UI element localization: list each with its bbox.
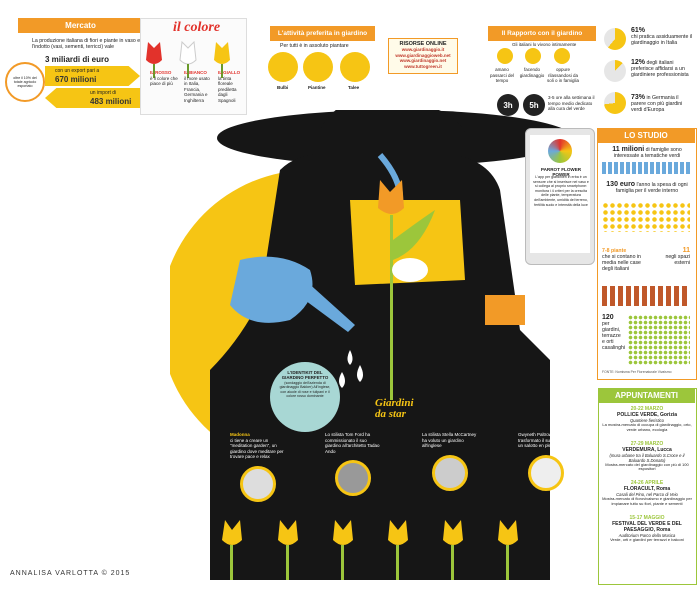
family-icon: [554, 48, 570, 64]
people-icons: [602, 162, 690, 174]
yellow-tulip-icon: [214, 42, 230, 78]
attivita-talee: Talee: [348, 85, 360, 90]
avatar: [432, 454, 468, 491]
risorse-link[interactable]: www.tuttogreen.it: [404, 63, 442, 69]
stat-12: 12% degli italiani preferisce affidarsi …: [631, 59, 689, 78]
tulip-icon: [278, 520, 298, 545]
rapporto-item: amano passarci del tempo: [489, 67, 514, 83]
hat-brim: [217, 110, 573, 166]
pie-12-icon: [604, 60, 626, 82]
mercato-title: Mercato: [65, 21, 96, 30]
tulip-icon: [498, 520, 518, 545]
studio-source: FONTE: Nomisma Per Florenaturale Vivaism…: [602, 370, 672, 374]
white-tulip-icon: [179, 40, 197, 78]
water-drop-icon: [347, 350, 353, 365]
appuntamenti-header: APPUNTAMENTI: [598, 388, 695, 403]
hand-icon: [392, 258, 428, 282]
attivita-header: L'attività preferita in giardino: [270, 26, 375, 41]
studio-families: 11 milioni di famiglie sono interessate …: [612, 146, 682, 159]
watering-can-icon: [230, 256, 313, 323]
app-text: L'app per giardinieri in erba è un senso…: [533, 175, 589, 207]
flower-power-logo-icon: [548, 139, 572, 163]
phone-app: PARROT FLOWER POWER L'app per giardinier…: [525, 128, 595, 265]
identikit-bubble: L'IDENTIKIT DEL GIARDINO PERFETTO (sonda…: [270, 362, 340, 432]
event-item: 15-17 MAGGIO FESTIVAL DEL VERDE E DEL PA…: [610, 514, 684, 542]
talee-icon: [340, 52, 370, 82]
coins-icons: [602, 202, 690, 232]
risorse-link[interactable]: www.giardinaggioweb.net: [395, 52, 451, 58]
tulips-colors: [146, 40, 230, 78]
center-title: Giardini da star: [375, 397, 414, 420]
attivita-piantine: Piantine: [308, 85, 326, 90]
garden-dots: [628, 315, 690, 365]
tulip-icon: [443, 520, 463, 545]
pie-61-icon: [604, 28, 626, 50]
star-gwyneth: Gwyneth Paltrow ha trasformato il suo gi…: [518, 432, 576, 491]
water-drop-icon: [357, 365, 363, 382]
rapporto-item: facendo giardinaggio: [519, 67, 545, 78]
import-value: 483 milioni: [90, 97, 132, 106]
export-arrow: con un export pari a 670 milioni: [45, 66, 140, 86]
studio-header: LO STUDIO: [597, 128, 695, 143]
attivita-bulbi: Bulbi: [277, 85, 289, 90]
book-icon: [485, 295, 525, 325]
pie-73-icon: [604, 92, 626, 114]
rapporto-item: oppure rilassandosi da soli o in famigli…: [547, 67, 580, 83]
colore-panel: [140, 18, 247, 115]
risorse-box: RISORSE ONLINE www.giardinaggio.it www.g…: [388, 38, 458, 74]
risorse-link[interactable]: www.giardinaggio.it: [401, 47, 445, 52]
hand-icon: [525, 48, 541, 64]
avatar: [528, 454, 564, 491]
star-stella: La stilista Stella McCartney ha voluto u…: [422, 432, 480, 491]
stat-73: 73% in Germania il parere con più giardi…: [631, 94, 683, 113]
export-badge-text: oltre il 10% del totale agricolo esporta…: [13, 76, 37, 88]
hours-3h: 3h: [497, 94, 519, 116]
studio-spend: 130 euro l'anno la spesa di ogni famigli…: [606, 181, 688, 194]
hat-crown: [320, 110, 465, 132]
tulip-icon: [388, 520, 408, 545]
star-madonna: Madonna ci tiene a creare un "meditation…: [230, 432, 288, 502]
event-item: 24-26 APRILE FLORACULT, Roma Casali del …: [602, 480, 692, 506]
colore-title: il colore: [173, 20, 221, 35]
attivita-sub: Per tutti è in assoluto piantare: [280, 43, 349, 49]
export-value: 670 milioni: [55, 75, 97, 84]
tulip-icon: [333, 520, 353, 545]
mercato-intro: La produzione italiana di fiori e piante…: [32, 38, 141, 50]
avatar: [240, 465, 276, 502]
water-drop-icon: [339, 372, 345, 388]
mercato-header: Mercato: [18, 18, 143, 33]
rapporto-sub: Gli italiani lo vivono intimamente: [512, 42, 577, 47]
hours-text: 3-5 ore alla settimana il tempo medio de…: [548, 95, 595, 111]
event-item: 27-29 MARZO VERDEMURA, Lucca (mura urban…: [605, 440, 689, 472]
star-tom-ford: Lo stilista Tom Ford ha commissionato il…: [325, 432, 383, 496]
risorse-link[interactable]: www.giardinaggio.net: [399, 58, 447, 63]
red-tulip-icon: [146, 42, 162, 78]
export-badge: oltre il 10% del totale agricolo esporta…: [5, 62, 45, 102]
pots-icons: [602, 286, 690, 306]
held-tulip-icon: [378, 180, 404, 214]
hours-5h: 5h: [523, 94, 545, 116]
credit: ANNALISA VARLOTTA © 2015: [10, 570, 131, 577]
mercato-total: 3 miliardi di euro: [45, 55, 110, 64]
event-item: 20-22 MARZO POLLICE VERDE, Gorizia Quart…: [602, 406, 692, 432]
import-arrow: un import di 483 milioni: [45, 88, 140, 108]
tulip-icon: [222, 520, 242, 545]
clock-icon: [497, 48, 513, 64]
event-list: 20-22 MARZO POLLICE VERDE, Gorizia Quart…: [602, 406, 692, 543]
stat-61: 61%chi pratica assiduamente il giardinag…: [631, 27, 693, 46]
app-title: PARROT FLOWER POWER: [540, 167, 582, 177]
rapporto-header: Il Rapporto con il giardino: [488, 26, 596, 41]
piantine-icon: [303, 52, 333, 82]
appuntamenti-panel: [598, 388, 697, 585]
avatar: [335, 460, 371, 496]
bulbi-icon: [268, 52, 298, 82]
